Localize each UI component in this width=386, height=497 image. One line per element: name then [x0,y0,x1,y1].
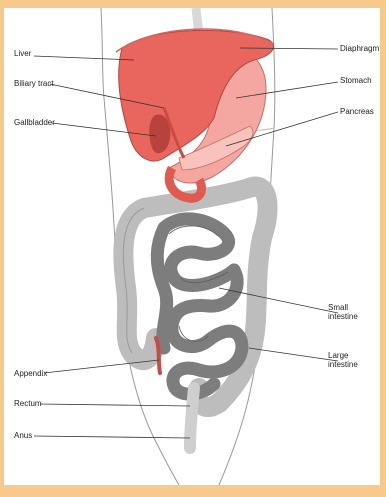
label-large-intestine-line1: Large [328,351,348,360]
diagram-panel: Liver Biliary tract Gallbladder Appendix… [4,8,380,485]
label-large-intestine: Large intestine [328,351,358,369]
digestive-system-illustration [4,8,380,485]
label-pancreas: Pancreas [340,107,374,116]
rectum [190,388,194,448]
label-appendix: Appendix [14,369,47,378]
small-intestine [157,219,242,394]
label-rectum: Rectum [14,399,42,408]
label-diaphragm: Diaphragm [340,44,379,53]
label-anus: Anus [14,431,32,440]
label-stomach: Stomach [340,76,372,85]
label-biliary-tract: Biliary tract [14,79,54,88]
label-gallbladder: Gallbladder [14,118,55,127]
label-small-intestine-line2: intestine [328,312,358,321]
label-small-intestine-line1: Small [328,303,348,312]
label-large-intestine-line2: intestine [328,360,358,369]
label-small-intestine: Small intestine [328,303,358,321]
label-liver: Liver [14,49,31,58]
